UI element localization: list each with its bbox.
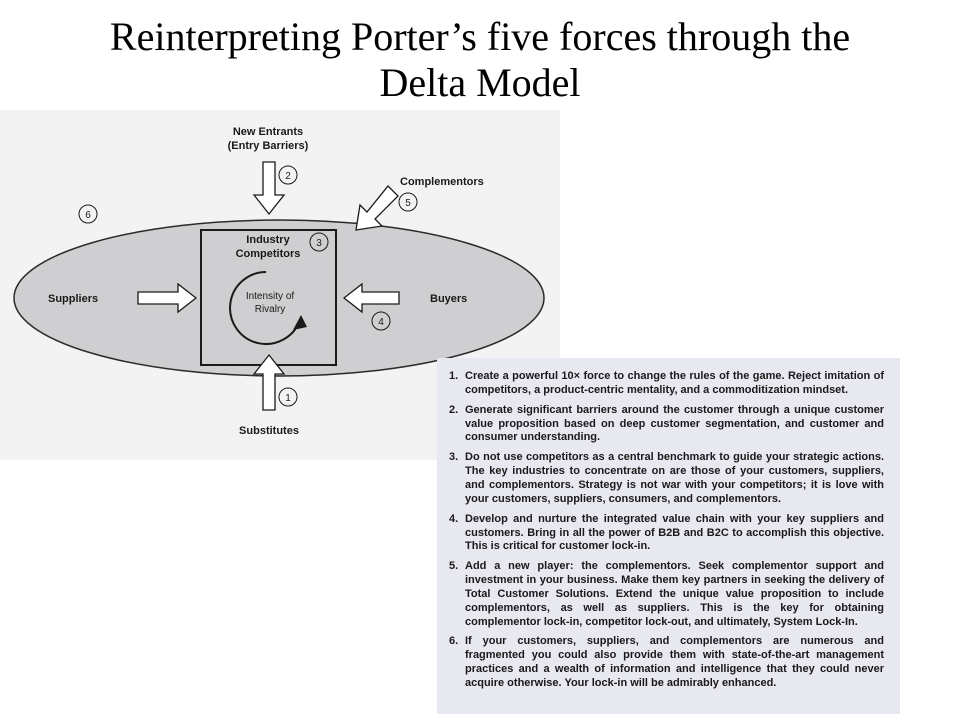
note-number: 4. bbox=[449, 512, 459, 525]
slide-title: Reinterpreting Porter’s five forces thro… bbox=[0, 14, 960, 106]
label-complementors: Complementors bbox=[400, 176, 484, 188]
badge-5-number: 5 bbox=[405, 198, 411, 209]
badge-4: 4 bbox=[371, 311, 391, 331]
note-number: 6. bbox=[449, 635, 459, 648]
badge-6: 6 bbox=[78, 204, 98, 224]
note-number: 1. bbox=[449, 370, 459, 382]
badge-2: 2 bbox=[278, 165, 298, 185]
label-rivalry: Rivalry bbox=[255, 304, 286, 315]
label-competitors: Competitors bbox=[236, 248, 301, 260]
delta-model-notes-panel: 1. Create a powerful 10× force to change … bbox=[437, 358, 900, 714]
note-text: If your customers, suppliers, and comple… bbox=[465, 635, 884, 689]
note-item: 1. Create a powerful 10× force to change … bbox=[449, 370, 884, 398]
badge-5: 5 bbox=[398, 192, 418, 212]
label-intensity-of: Intensity of bbox=[246, 291, 295, 302]
note-item: 2. Generate significant barriers around t… bbox=[449, 404, 884, 445]
label-entry-barriers: (Entry Barriers) bbox=[228, 140, 309, 152]
badge-2-number: 2 bbox=[285, 171, 291, 182]
new-entrants-arrow bbox=[252, 161, 286, 216]
badge-1: 1 bbox=[278, 387, 298, 407]
label-buyers: Buyers bbox=[430, 293, 467, 305]
note-item: 3. Do not use competitors as a central be… bbox=[449, 451, 884, 506]
badge-3-number: 3 bbox=[316, 238, 322, 249]
note-number: 5. bbox=[449, 560, 459, 573]
note-item: 4. Develop and nurture the integrated val… bbox=[449, 513, 884, 554]
badge-4-number: 4 bbox=[378, 317, 384, 328]
note-text: Do not use competitors as a central benc… bbox=[465, 451, 884, 505]
note-text: Create a powerful 10× force to change th… bbox=[465, 370, 884, 396]
suppliers-arrow bbox=[137, 282, 198, 314]
note-item: 5. Add a new player: the complementors. S… bbox=[449, 560, 884, 629]
label-industry: Industry bbox=[246, 234, 290, 246]
badge-1-number: 1 bbox=[285, 393, 291, 404]
note-item: 6. If your customers, suppliers, and comp… bbox=[449, 635, 884, 690]
badge-6-number: 6 bbox=[85, 210, 91, 221]
rivalry-circular-arrow bbox=[229, 271, 301, 345]
label-substitutes: Substitutes bbox=[239, 425, 299, 437]
note-text: Add a new player: the complementors. See… bbox=[465, 560, 884, 628]
complementors-arrow bbox=[355, 185, 399, 231]
substitutes-arrow bbox=[252, 353, 286, 411]
slide-title-line-1: Reinterpreting Porter’s five forces thro… bbox=[109, 14, 851, 59]
label-new-entrants: New Entrants bbox=[233, 126, 303, 138]
note-text: Develop and nurture the integrated value… bbox=[465, 512, 884, 553]
five-forces-svg: New Entrants (Entry Barriers) Complement… bbox=[13, 126, 545, 437]
buyers-arrow bbox=[342, 282, 400, 314]
note-text: Generate significant barriers around the… bbox=[465, 403, 884, 444]
notes-list: 1. Create a powerful 10× force to change … bbox=[449, 370, 884, 691]
rivalry-arrowhead bbox=[293, 315, 307, 330]
badge-3: 3 bbox=[309, 232, 329, 252]
slide-title-line-2: Delta Model bbox=[379, 60, 581, 105]
note-number: 2. bbox=[449, 403, 459, 416]
label-suppliers: Suppliers bbox=[48, 293, 98, 305]
note-number: 3. bbox=[449, 451, 459, 464]
five-forces-diagram: New Entrants (Entry Barriers) Complement… bbox=[0, 110, 560, 460]
